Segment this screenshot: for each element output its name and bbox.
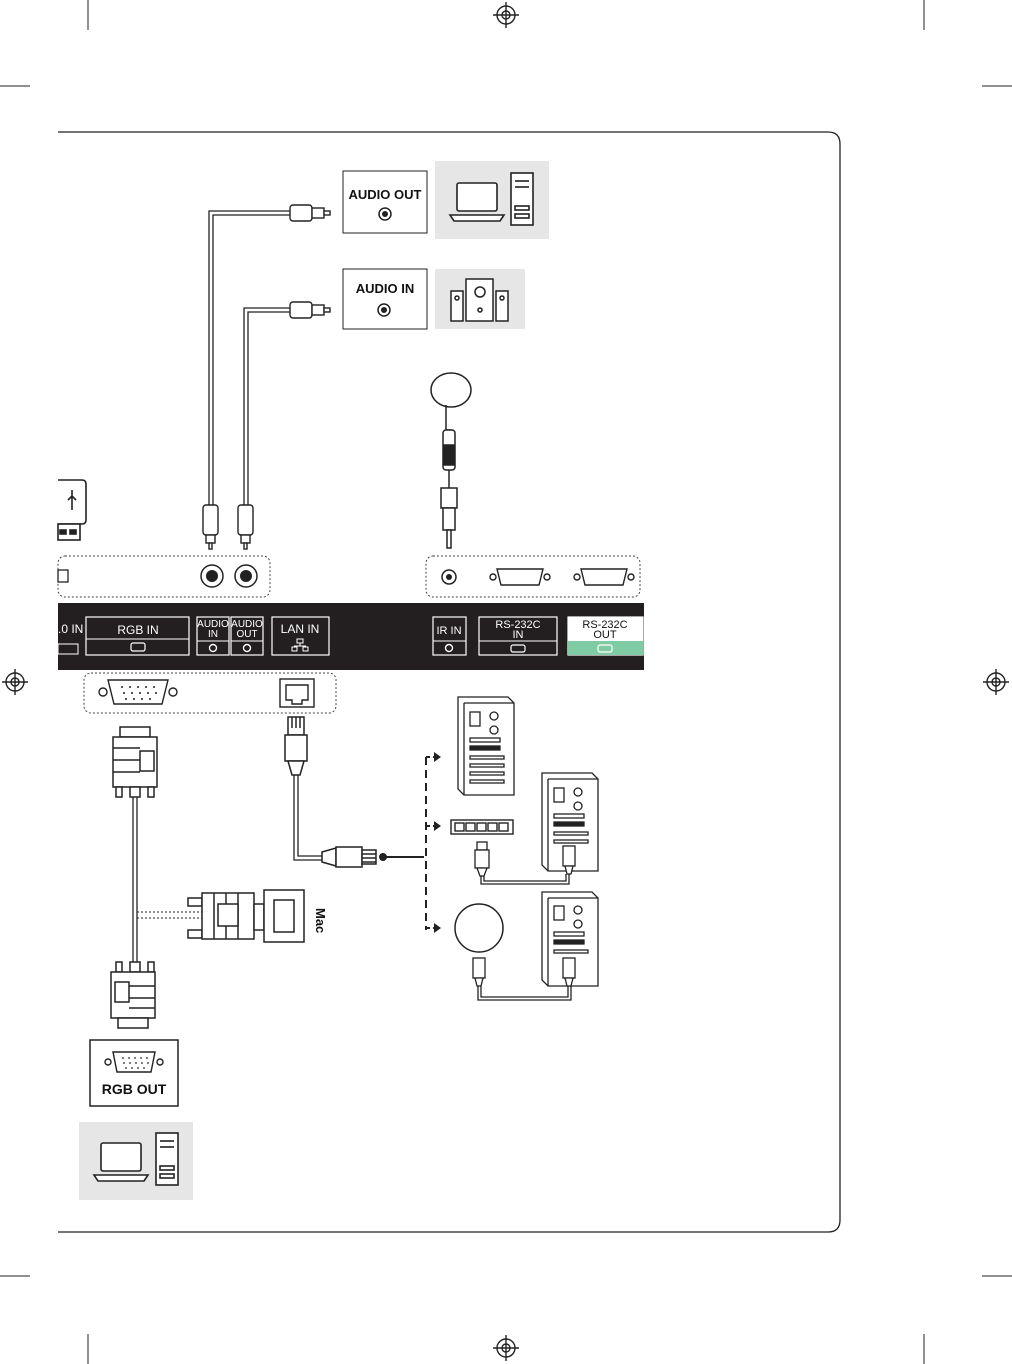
desktop-tower-icon <box>511 173 533 225</box>
arrow-icon <box>434 752 441 933</box>
rca-plug-icon <box>290 205 330 221</box>
vga-plug-icon <box>113 727 157 797</box>
audio-jack-icon <box>379 208 391 220</box>
mac-adapter-icon <box>188 890 304 942</box>
registration-mark-bottom <box>493 1335 519 1361</box>
rs232c-out-port-label: OUT <box>593 629 617 641</box>
audio-in-port-label: IN <box>208 629 218 640</box>
ir-socket-icon <box>442 570 456 584</box>
rca-plug-icon <box>203 505 218 549</box>
vga-cable <box>133 796 137 962</box>
rca-plug-icon <box>238 505 253 549</box>
ir-in-port-label: IR IN <box>436 625 461 637</box>
lan-plug-icon <box>473 958 485 986</box>
usb-port-icon <box>58 570 68 582</box>
vga-plug-icon <box>111 962 155 1028</box>
rgb-out-label: RGB OUT <box>102 1081 167 1097</box>
registration-mark-top <box>493 2 519 28</box>
laptop-icon <box>94 1143 148 1181</box>
router-icon <box>455 904 503 952</box>
network-split <box>380 757 434 930</box>
rgb-in-label: RGB IN <box>117 623 158 637</box>
pc-tower-icon <box>458 697 514 795</box>
audio-in-box <box>343 269 427 329</box>
rca-plug-icon <box>290 302 330 318</box>
rs232c-out-port: RS-232C OUT <box>568 617 643 655</box>
audio-out-box <box>343 171 427 233</box>
registration-mark-left <box>2 669 28 695</box>
audio-jack-icon <box>378 304 390 316</box>
lan-plug-icon <box>285 717 307 775</box>
audio-out-label: AUDIO OUT <box>349 187 422 202</box>
mac-label: Mac <box>313 908 328 933</box>
lan-plug-icon <box>475 842 489 876</box>
audio-in-label: AUDIO IN <box>356 281 415 296</box>
audio-out-cable <box>209 211 290 508</box>
usb-in-label: .0 IN <box>58 622 83 636</box>
desktop-tower-icon <box>156 1133 178 1185</box>
usb-drive-icon <box>58 480 86 540</box>
lan-cable <box>481 874 569 884</box>
laptop-icon <box>450 183 504 221</box>
registration-mark-right <box>983 669 1009 695</box>
lan-in-port-label: LAN IN <box>281 622 320 636</box>
audio-out-port-label: OUT <box>236 629 257 640</box>
network-switch-icon <box>451 820 513 834</box>
audio-in-cable <box>244 308 290 508</box>
lan-plug-icon <box>322 847 376 867</box>
ethernet-socket-icon <box>280 679 314 707</box>
rs232c-in-port-label: IN <box>513 629 524 641</box>
lan-cable <box>294 775 322 860</box>
ir-receiver-icon <box>431 373 471 548</box>
lan-cable <box>478 986 571 1000</box>
mac-adapter-link <box>137 912 204 918</box>
